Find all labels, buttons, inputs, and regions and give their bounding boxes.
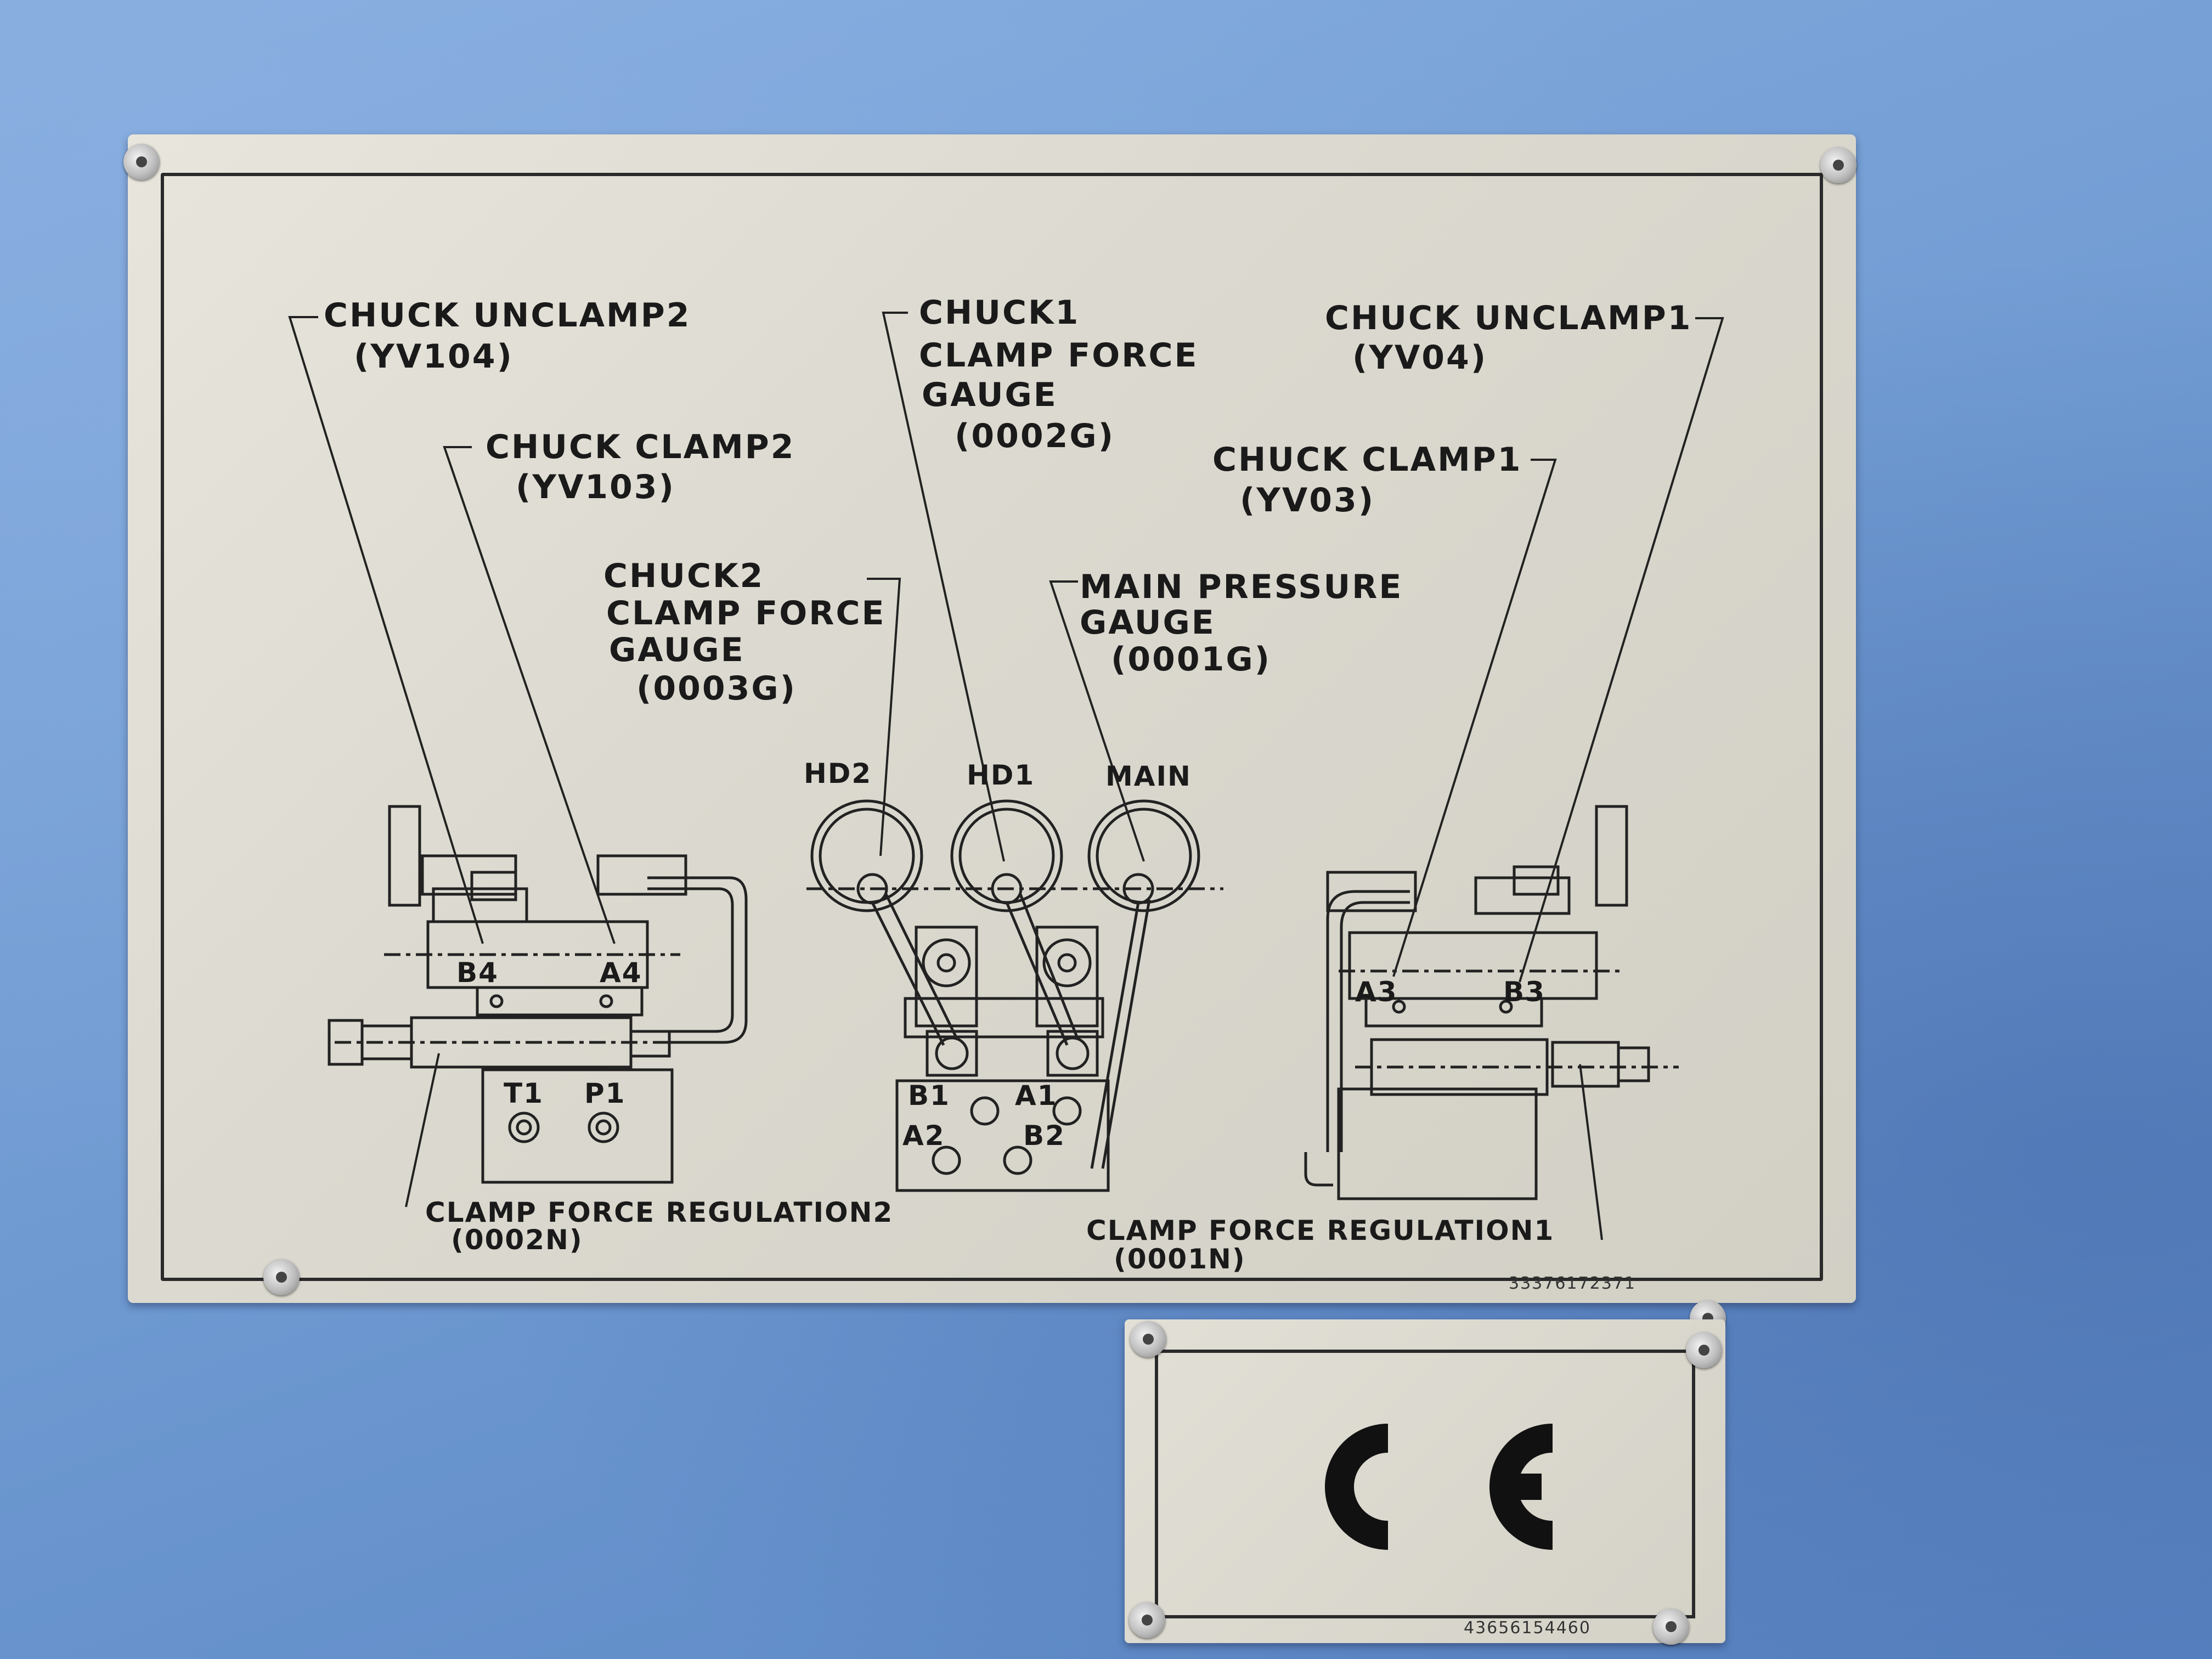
label-chuck1-gauge-line1: CHUCK1 xyxy=(919,294,1080,332)
label-yv104: (YV104) xyxy=(354,337,514,376)
label-hd1: HD1 xyxy=(967,759,1035,791)
screw-ce-top-left xyxy=(1130,1321,1166,1357)
label-a3: A3 xyxy=(1355,976,1398,1008)
serial-ce-plate: 43656154460 xyxy=(1464,1618,1591,1638)
label-chuck1-gauge-line2: CLAMP FORCE xyxy=(919,336,1199,375)
left-valve-assembly xyxy=(328,805,748,1184)
label-a2: A2 xyxy=(902,1120,945,1152)
label-0002g: (0002G) xyxy=(955,417,1115,455)
right-valve-assembly xyxy=(1304,805,1679,1200)
screw-bottom-left xyxy=(263,1259,300,1295)
label-chuck-clamp2: CHUCK CLAMP2 xyxy=(486,428,795,466)
label-chuck-unclamp1: CHUCK UNCLAMP1 xyxy=(1325,299,1692,337)
ce-plate-border xyxy=(1155,1350,1695,1618)
label-a4: A4 xyxy=(600,957,642,989)
label-yv103: (YV103) xyxy=(516,468,675,506)
label-b1: B1 xyxy=(908,1080,950,1111)
label-chuck2-gauge-line1: CHUCK2 xyxy=(603,557,765,595)
ce-mark-logo xyxy=(1324,1424,1553,1550)
label-chuck-unclamp2: CHUCK UNCLAMP2 xyxy=(324,296,691,335)
label-yv04: (YV04) xyxy=(1352,338,1488,377)
label-0001n: (0001N) xyxy=(1114,1243,1246,1275)
label-regulation2: CLAMP FORCE REGULATION2 xyxy=(425,1197,894,1228)
plate-border xyxy=(161,173,1823,1281)
label-chuck2-gauge-line2: CLAMP FORCE xyxy=(606,594,886,633)
label-chuck2-gauge-line3: GAUGE xyxy=(609,631,745,669)
serial-main-plate: 33376172371 xyxy=(1509,1274,1636,1293)
screw-ce-bottom-right xyxy=(1653,1609,1689,1645)
label-regulation1: CLAMP FORCE REGULATION1 xyxy=(1086,1215,1555,1246)
label-a1: A1 xyxy=(1015,1080,1058,1111)
screw-top-right xyxy=(1820,147,1857,183)
leader-lines xyxy=(288,312,1724,1240)
label-main: MAIN xyxy=(1105,760,1192,792)
label-chuck1-gauge-line3: GAUGE xyxy=(922,376,1058,414)
label-t1: T1 xyxy=(504,1077,544,1109)
label-0003g: (0003G) xyxy=(636,669,797,708)
label-yv03: (YV03) xyxy=(1240,481,1375,520)
ce-label-plate xyxy=(1125,1319,1725,1643)
label-main-pressure-line1: MAIN PRESSURE xyxy=(1080,568,1403,606)
center-gauge-assembly xyxy=(806,799,1223,1192)
label-chuck-clamp1: CHUCK CLAMP1 xyxy=(1212,441,1522,479)
label-p1: P1 xyxy=(584,1077,626,1109)
label-0002n: (0002N) xyxy=(451,1224,583,1256)
screw-top-left xyxy=(123,144,160,180)
hydraulic-label-plate xyxy=(128,134,1856,1303)
label-main-pressure-line2: GAUGE xyxy=(1080,603,1216,642)
screw-ce-bottom-left xyxy=(1129,1602,1165,1638)
label-b3: B3 xyxy=(1503,976,1545,1008)
label-hd2: HD2 xyxy=(804,758,872,789)
screw-ce-top-right xyxy=(1686,1332,1722,1368)
label-b2: B2 xyxy=(1023,1120,1065,1152)
label-b4: B4 xyxy=(456,957,499,989)
label-0001g: (0001G) xyxy=(1111,640,1272,679)
